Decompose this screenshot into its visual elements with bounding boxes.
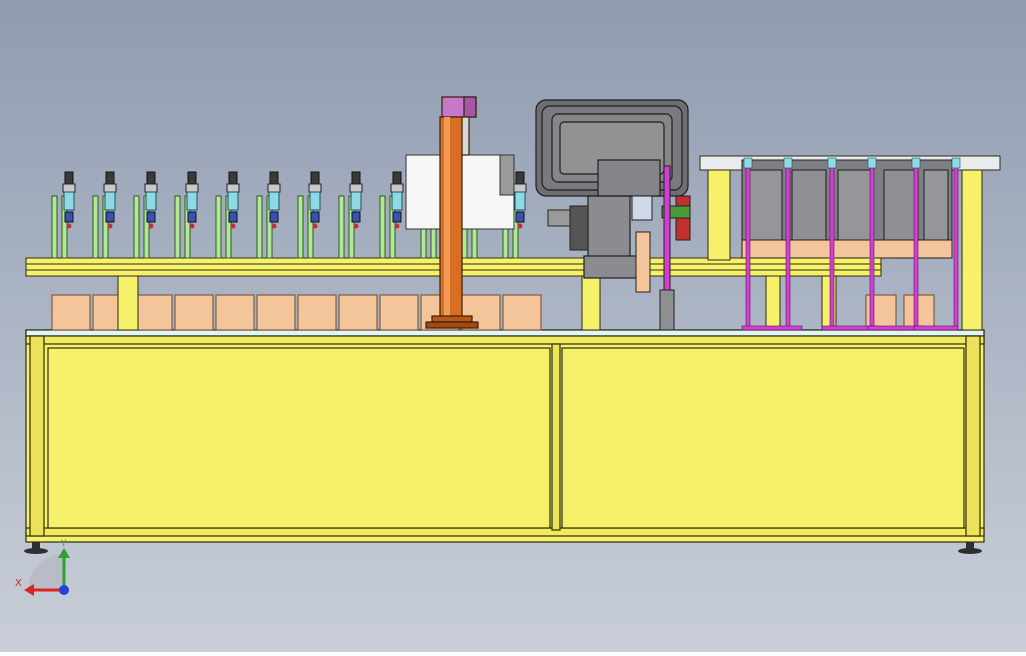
guide-post [297,195,304,259]
nozzle-body [308,183,322,193]
nozzle-tip [228,211,238,223]
tray [174,294,214,331]
tray [133,294,173,331]
magazine-rods [741,157,961,331]
nozzle-head [187,171,197,185]
nozzle-head [515,171,525,185]
magazine-rod [869,159,875,329]
nozzle-tip [187,211,197,223]
tray [338,294,378,331]
nozzle-head [146,171,156,185]
nozzle-valve [104,191,116,211]
tray [297,294,337,331]
nozzle-drop [66,223,72,229]
nozzle-drop [148,223,154,229]
nozzle-body [513,183,527,193]
tray [903,294,935,331]
nozzle-body [226,183,240,193]
rod-clip [867,157,877,169]
nozzle-head [228,171,238,185]
tray-row [51,294,935,331]
nozzle-body [103,183,117,193]
magazine-rod [745,159,751,329]
magazine-stack [741,159,953,259]
nozzle-valve [309,191,321,211]
nozzle-valve [391,191,403,211]
nozzle-tip [269,211,279,223]
nozzle-tip [146,211,156,223]
nozzle-valve [145,191,157,211]
vision-camera [547,195,653,251]
nozzle-tip [392,211,402,223]
nozzle-tip [64,211,74,223]
magazine-rod [785,159,791,329]
tray [256,294,296,331]
magazine-rod [829,159,835,329]
rod-clip [911,157,921,169]
nozzle-valve [268,191,280,211]
guide-post [92,195,99,259]
tray [502,294,542,331]
nozzle-drop [394,223,400,229]
rod-clip [827,157,837,169]
nozzle-head [64,171,74,185]
nozzle-tip [351,211,361,223]
guide-post [338,195,345,259]
tray [215,294,255,331]
y-axis-label: Y [60,539,67,549]
magazine-rod [953,159,959,329]
nozzle-body [144,183,158,193]
nozzle-drop [189,223,195,229]
nozzle-body [62,183,76,193]
nozzle-drop [517,223,523,229]
nozzle-tip [515,211,525,223]
nozzle-tip [105,211,115,223]
lift-column [425,96,479,329]
guide-post [174,195,181,259]
rod-clip [951,157,961,169]
nozzle-body [390,183,404,193]
motor-housing [535,99,689,279]
nozzle-body [185,183,199,193]
nozzle-valve [63,191,75,211]
pusher-cylinder [635,165,691,331]
rod-clip [783,157,793,169]
rod-base [741,325,803,331]
tray [379,294,419,331]
rod-base [913,325,959,331]
nozzle-drop [312,223,318,229]
nozzle-valve [227,191,239,211]
guide-post [256,195,263,259]
cabinet-door-right [561,347,965,529]
guide-post [133,195,140,259]
nozzle-body [349,183,363,193]
nozzle-tip [310,211,320,223]
x-axis-label: X [15,578,22,589]
base-cabinet [25,329,985,543]
rod-clip [743,157,753,169]
guide-post [51,195,58,259]
coordinate-triad: Y X [15,539,70,596]
nozzle-drop [353,223,359,229]
nozzle-head [269,171,279,185]
guide-post [215,195,222,259]
nozzle-drop [230,223,236,229]
nozzle-body [267,183,281,193]
cabinet-door-left [47,347,551,529]
nozzle-head [310,171,320,185]
leveling-feet [24,542,982,554]
nozzle-valve [186,191,198,211]
tray [51,294,91,331]
nozzle-drop [271,223,277,229]
nozzle-head [392,171,402,185]
nozzle-head [351,171,361,185]
nozzle-valve [350,191,362,211]
nozzle-drop [107,223,113,229]
nozzle-valve [514,191,526,211]
magazine-rod [913,159,919,329]
guide-post [379,195,386,259]
nozzle-head [105,171,115,185]
